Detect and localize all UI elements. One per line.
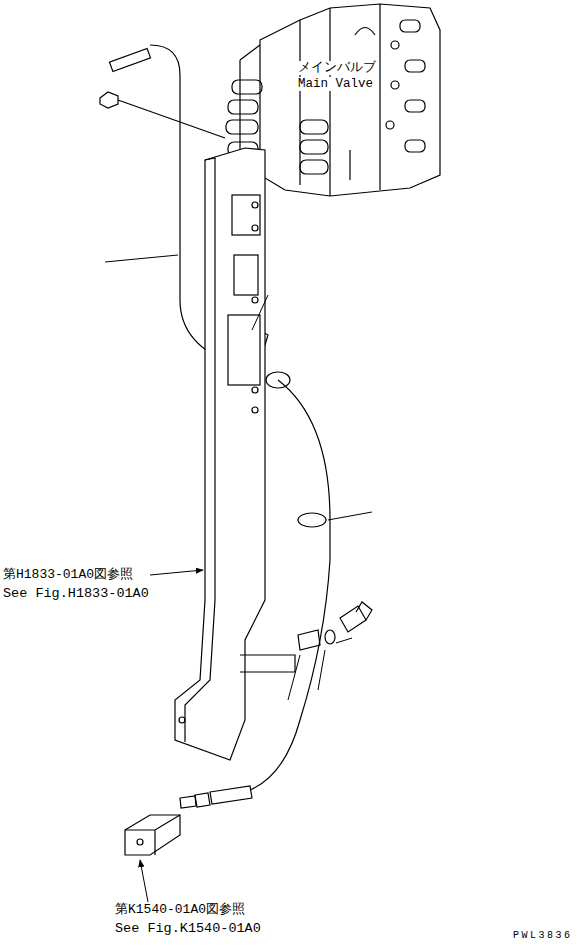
- drawing-number: PWL3836: [512, 930, 574, 942]
- leader-line: [105, 255, 372, 700]
- hose: [100, 45, 330, 808]
- figure-reference: See Fig.H1833-01A0: [2, 586, 150, 602]
- part-name: Main Valve: [297, 77, 374, 91]
- reference-arrow: [140, 570, 203, 902]
- figure-reference: 第H1833-01A0図参照: [2, 568, 134, 583]
- bracket: [175, 148, 372, 760]
- part-name: メインバルブ: [297, 61, 377, 75]
- figure-reference: See Fig.K1540-01A0: [114, 921, 262, 937]
- junction-block: [125, 815, 180, 855]
- figure-reference: 第K1540-01A0図参照: [114, 903, 246, 918]
